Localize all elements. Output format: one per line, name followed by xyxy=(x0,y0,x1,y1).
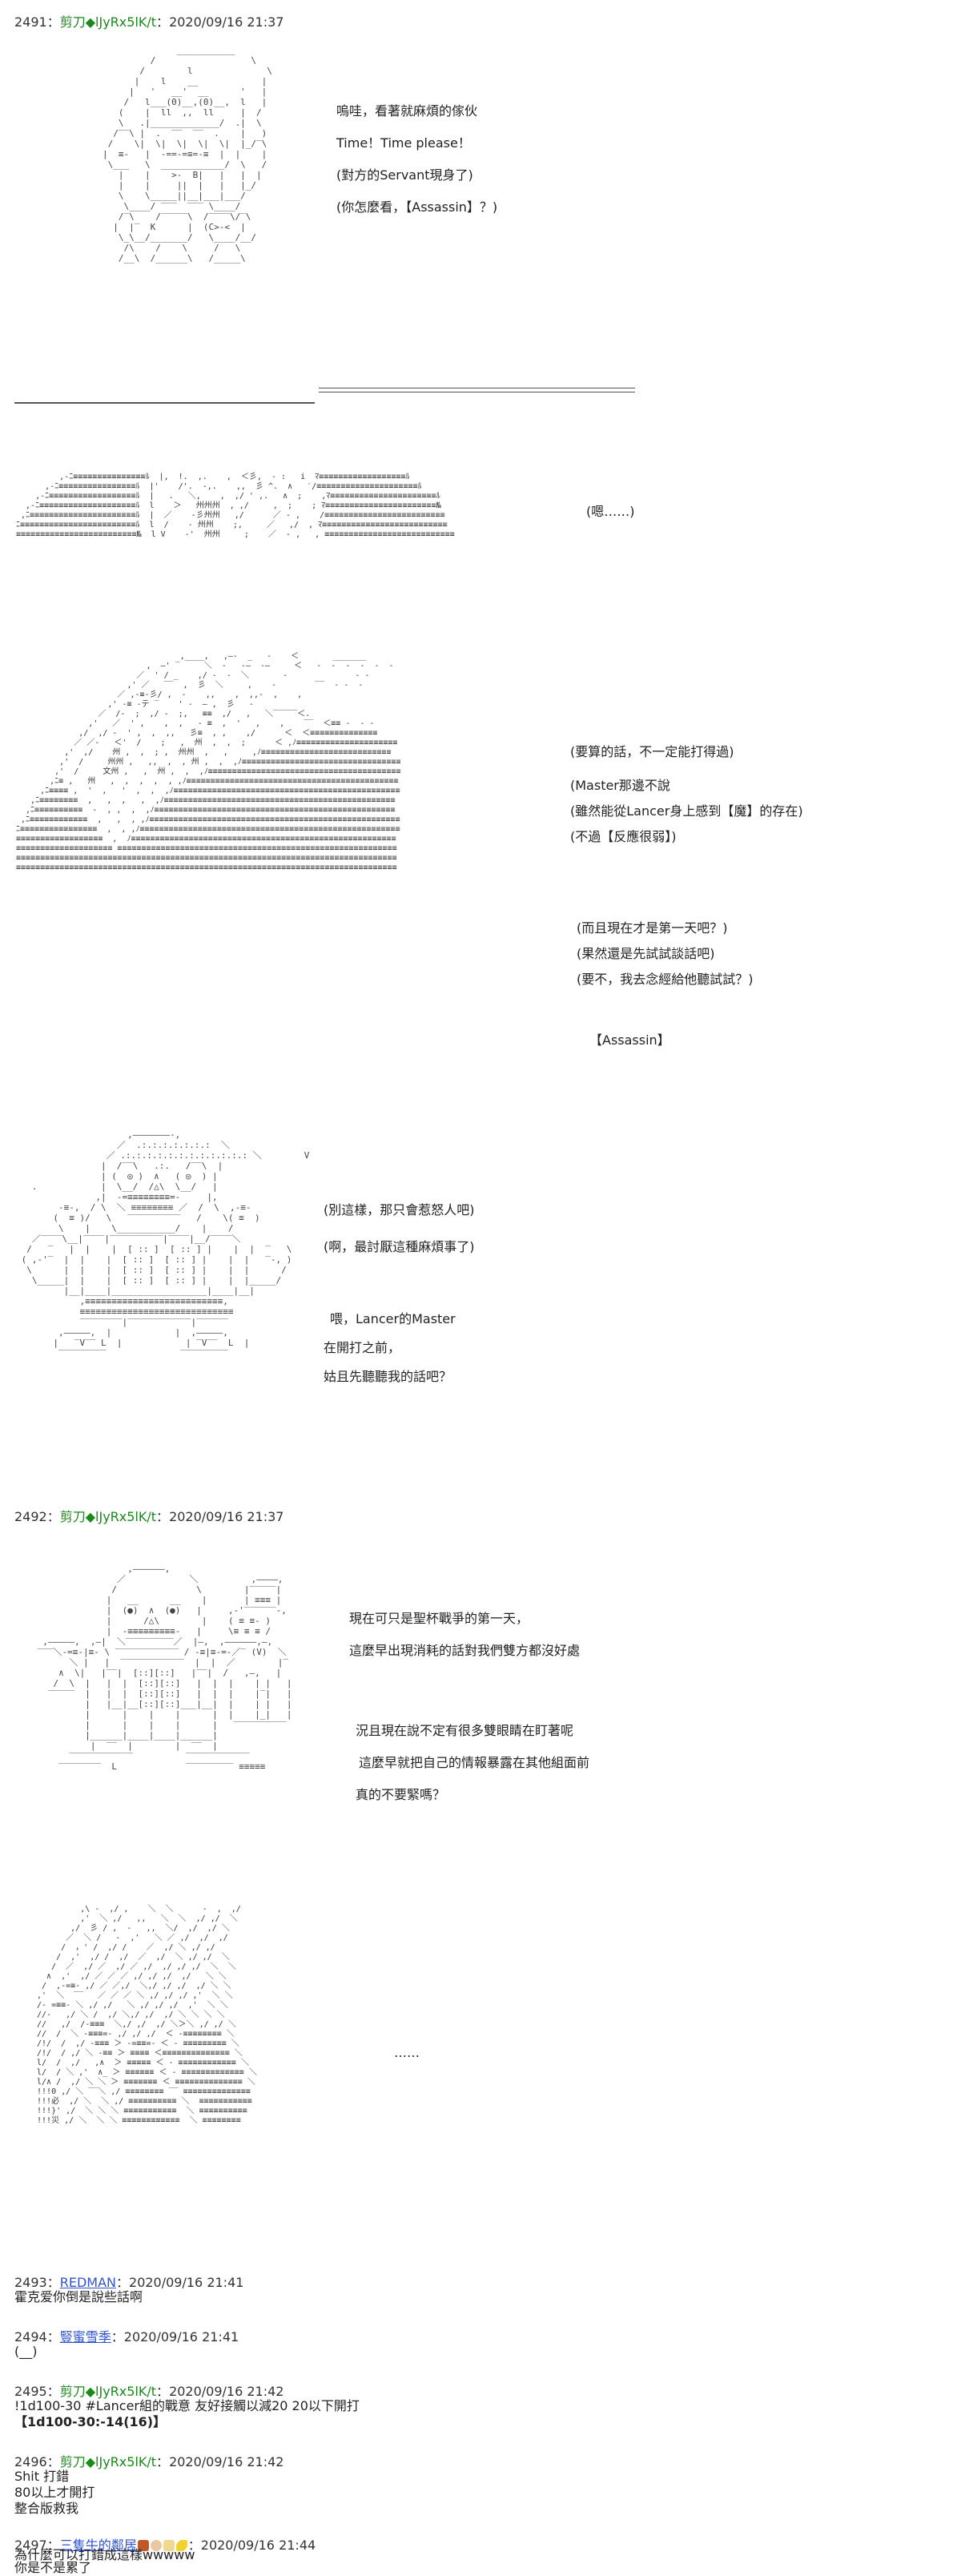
dialog-line: 這麼早出現消耗的話對我們雙方都沒好處 xyxy=(349,1643,581,1658)
poster-name[interactable]: 三隻牛的鄰居 xyxy=(59,2538,137,2553)
dialog-line: (要不，我去念經給他聽試試？) xyxy=(577,972,754,987)
ascii-art-character: ,―――――――‐, ／ .:.:.:.:.:.:.: ＼ ／ .:.:.:.:… xyxy=(21,1129,310,1358)
post-number[interactable]: 2496 xyxy=(14,2454,47,2469)
dialog-line: 嗚哇，看著就麻煩的傢伙 xyxy=(336,103,478,119)
post-body: Shit 打錯 80以上才開打 整合版救我 xyxy=(14,2469,95,2516)
dialog-line: (對方的Servant現身了) xyxy=(336,167,473,183)
post-header: 2494：豎蜜雪季：2020/09/16 21:41 xyxy=(14,2329,239,2345)
post-date: 2020/09/16 21:44 xyxy=(200,2538,316,2553)
dialog-block: 況且現在說不定有很多雙眼睛在盯著呢 這麼早就把自己的情報暴露在其他組面前 真的不… xyxy=(356,1722,589,1804)
dialog-block: (要算的話，不一定能打得過) (Master那邊不說 (雖然能從Lancer身上… xyxy=(570,743,803,846)
scene-divider xyxy=(319,388,635,392)
post-header: 2495：剪刀◆lJyRx5lK/t：2020/09/16 21:42 xyxy=(14,2384,284,2399)
dialog-block: 嗚哇，看著就麻煩的傢伙 Time！Time please！ (對方的Servan… xyxy=(336,103,497,216)
poster-name[interactable]: 剪刀◆lJyRx5lK/t xyxy=(59,1509,157,1524)
post-date: 2020/09/16 21:42 xyxy=(169,2384,284,2399)
post-number[interactable]: 2494 xyxy=(14,2329,47,2345)
dialog-line: (別這樣，那只會惹怒人吧) xyxy=(324,1202,475,1218)
dialog-line: (要算的話，不一定能打得過) xyxy=(570,744,734,759)
dialog-line: (而且現在才是第一天吧？) xyxy=(577,920,728,936)
dialog-line: (啊，最討厭這種麻煩事了) xyxy=(324,1239,475,1254)
poster-name[interactable]: 剪刀◆lJyRx5lK/t xyxy=(59,14,157,30)
dialog-line: 真的不要緊嗎？ xyxy=(356,1787,446,1802)
post-number[interactable]: 2497 xyxy=(14,2538,47,2553)
ascii-art-character: ___________ / \ / l \ | l __ | | ' __' _… xyxy=(103,45,272,264)
post-date: 2020/09/16 21:42 xyxy=(169,2454,284,2469)
dialog-block: (別這樣，那只會惹怒人吧) (啊，最討厭這種麻煩事了) xyxy=(324,1201,475,1256)
dialog-line: (不過【反應很弱】) xyxy=(570,829,677,844)
dialog-line: 現在可只是聖杯戰爭的第一天， xyxy=(349,1611,529,1626)
post-number[interactable]: 2493 xyxy=(14,2275,47,2290)
dialog-tag: 【Assassin】 xyxy=(589,1032,670,1048)
post-number[interactable]: 2492 xyxy=(14,1509,47,1524)
dialog-block: (而且現在才是第一天吧？) (果然還是先試試談話吧) (要不，我去念經給他聽試試… xyxy=(577,920,754,988)
house-icon xyxy=(137,2540,149,2551)
dialog-line: (你怎麼看，【Assassin】？) xyxy=(336,199,498,215)
post-date: 2020/09/16 21:41 xyxy=(123,2329,239,2345)
dialog-line: 在開打之前， xyxy=(324,1340,401,1355)
post-body: 霍克爱你倒是說些話啊 xyxy=(14,2289,143,2304)
dialog-line: 姑且先聽聽我的話吧？ xyxy=(324,1369,452,1384)
ascii-art-scene: ,-ﾆ≡≡≡≡≡≡≡≡≡≡≡≡≡≡≡ﾙ |, !. ,. , ＜彡, ‐ : i… xyxy=(16,473,455,539)
banana-icon xyxy=(175,2540,187,2551)
dialog-line: Time！Time please！ xyxy=(336,135,471,151)
dialog-line: …… xyxy=(394,2045,420,2060)
poster-name[interactable]: 剪刀◆lJyRx5lK/t xyxy=(59,2454,157,2469)
ascii-art-scene: ,\ ‐ ,/ , ＼ ＼ ‐ , ,/ ,' ＼ ,/ ,, ＼ ＼ ,/ ,… xyxy=(37,1905,257,2125)
dialog-line: 這麼早就把自己的情報暴露在其他組面前 xyxy=(359,1755,590,1770)
post-header: 2492：剪刀◆lJyRx5lK/t：2020/09/16 21:37 xyxy=(14,1509,284,1524)
post-header: 2496：剪刀◆lJyRx5lK/t：2020/09/16 21:42 xyxy=(14,2454,284,2469)
post-header: 2497：三隻牛的鄰居：2020/09/16 21:44 xyxy=(14,2538,316,2553)
post-date: 2020/09/16 21:37 xyxy=(169,14,284,30)
post-header: 2491：剪刀◆lJyRx5lK/t：2020/09/16 21:37 xyxy=(14,14,284,30)
post-body: (__) xyxy=(14,2344,38,2359)
dialog-line: 況且現在說不定有很多雙眼睛在盯著呢 xyxy=(356,1723,574,1738)
post-body: 為什麼可以打錯成這樣wwwww 你是不是累了 xyxy=(14,2547,195,2575)
poster-name[interactable]: 剪刀◆lJyRx5lK/t xyxy=(59,2384,157,2399)
post-header: 2493：REDMAN：2020/09/16 21:41 xyxy=(14,2275,244,2290)
post-body: !1d100-30 #Lancer組的戰意 友好接觸以減20 20以下開打 【1… xyxy=(14,2398,360,2429)
post-date: 2020/09/16 21:37 xyxy=(169,1509,284,1524)
dialog-line: (嗯……) xyxy=(586,504,635,519)
dialog-line: (Master那邊不說 xyxy=(570,778,670,793)
dialog-block: (嗯……) xyxy=(586,503,635,521)
scene-divider xyxy=(14,402,315,404)
poster-name[interactable]: REDMAN xyxy=(59,2275,116,2290)
post-number[interactable]: 2495 xyxy=(14,2384,47,2399)
dango-icon xyxy=(150,2540,162,2551)
poster-name[interactable]: 豎蜜雪季 xyxy=(59,2329,111,2345)
dialog-block: 喂，Lancer的Master 在開打之前， 姑且先聽聽我的話吧？ xyxy=(324,1310,456,1386)
ascii-art-scene: ,____, ,―‐ _ ‐ ＜ _______ , ―' ‾ ＼ ‐ ‐― ‐… xyxy=(16,652,401,872)
dialog-line: 喂，Lancer的Master xyxy=(330,1311,456,1326)
dialog-block: 現在可只是聖杯戰爭的第一天， 這麼早出現消耗的話對我們雙方都沒好處 xyxy=(349,1610,580,1660)
toast-icon xyxy=(163,2540,175,2551)
dialog-line: (果然還是先試試談話吧) xyxy=(577,946,715,961)
post-number[interactable]: 2491 xyxy=(14,14,47,30)
dice-result: 【1d100-30:-14(16)】 xyxy=(14,2414,167,2429)
post-date: 2020/09/16 21:41 xyxy=(129,2275,244,2290)
dialog-block: …… xyxy=(394,2044,420,2062)
dialog-line: (雖然能從Lancer身上感到【魔】的存在) xyxy=(570,803,803,819)
ascii-art-character: ,――――――, ／ ＼ ,――――, / \ |‾‾‾‾‾| | __ __ … xyxy=(37,1564,292,1772)
